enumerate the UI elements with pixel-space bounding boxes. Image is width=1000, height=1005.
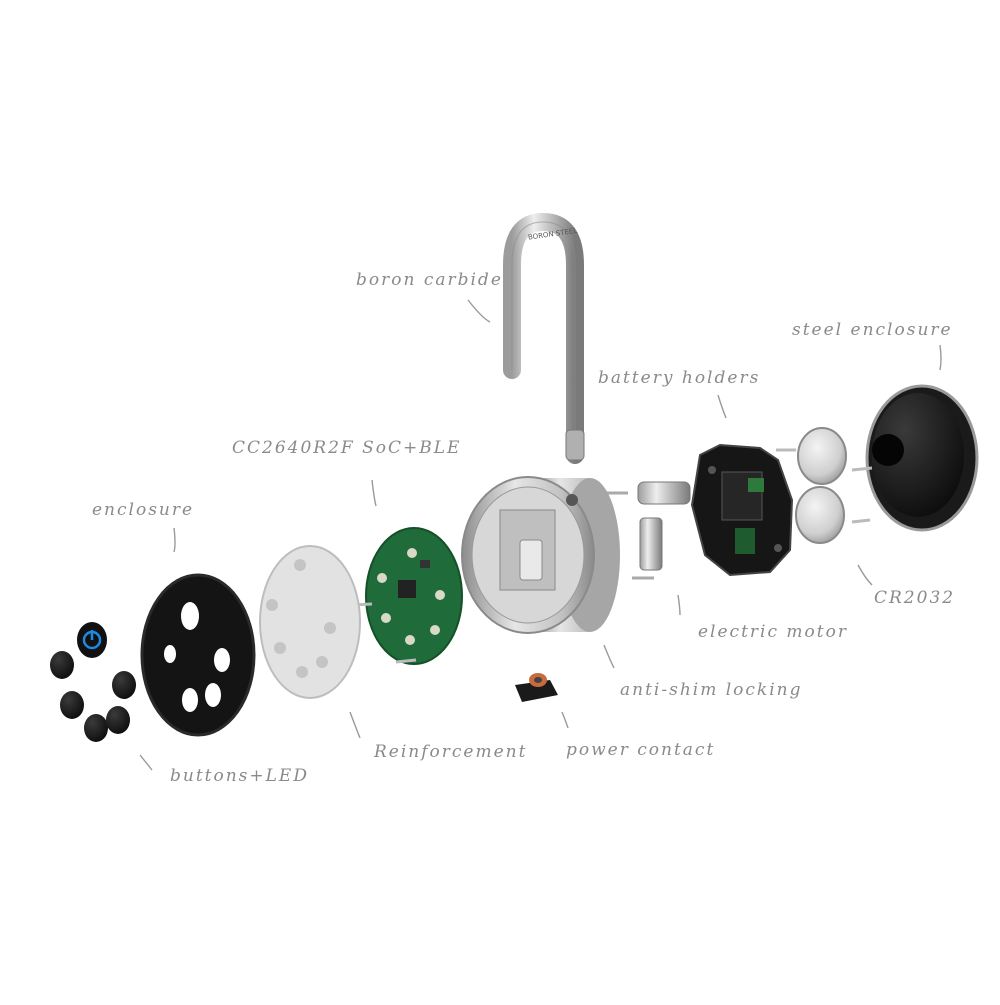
pcb-board [351,527,463,665]
battery-holder-board [690,443,794,577]
label-enclosure: enclosure [92,500,195,520]
label-electric-motor: electric motor [698,622,848,642]
steel-enclosure [851,384,979,532]
front-enclosure [140,573,256,737]
label-buttons-led: buttons+LED [170,766,309,786]
annotation-leaders [139,299,942,771]
label-battery-holders: battery holders [598,368,761,388]
label-reinforcement: Reinforcement [374,742,528,762]
label-soc-ble: CC2640R2F SoC+BLE [232,438,462,458]
label-boron-carbide: boron carbide [356,270,503,290]
label-anti-shim-locking: anti-shim locking [620,680,803,700]
electric-motor [604,481,691,580]
label-power-contact: power contact [566,740,716,760]
label-cr2032: CR2032 [874,588,956,608]
boron-carbide-shackle: BORON STEEL [503,212,585,464]
lock-body [461,476,620,634]
cr2032-batteries [776,427,847,544]
reinforcement-plate [259,545,361,699]
label-steel-enclosure: steel enclosure [792,320,953,340]
power-contact [515,673,558,702]
buttons-and-led [50,622,136,742]
